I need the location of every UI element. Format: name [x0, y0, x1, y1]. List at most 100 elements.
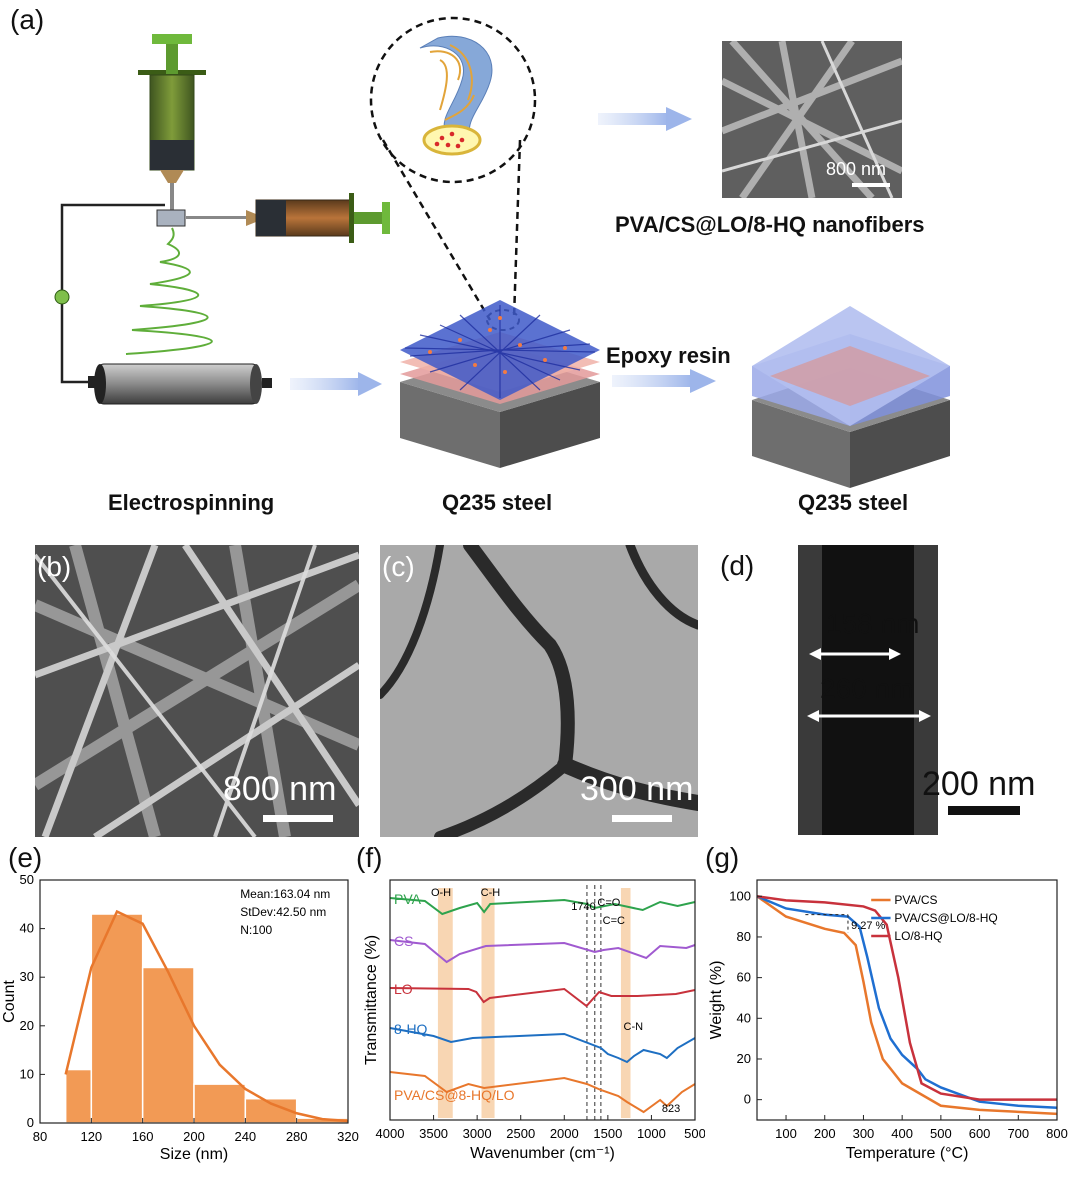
y-axis-label: Count — [1, 980, 18, 1023]
x-tick-label: 160 — [132, 1129, 154, 1144]
panel-label-c: (c) — [382, 551, 415, 582]
legend-label: PVA/CS@LO/8-HQ — [894, 911, 997, 925]
x-tick-label: 3500 — [419, 1126, 448, 1141]
ftir-series-line — [389, 1071, 696, 1114]
x-tick-label: 2000 — [550, 1126, 579, 1141]
peak-annotation: C-N — [624, 1021, 644, 1033]
x-tick-label: 400 — [891, 1126, 913, 1141]
tem-image-c: (c) 300 nm — [380, 545, 698, 837]
tga-series-line — [756, 895, 1057, 1101]
sem-image-b: (b) 800 nm — [35, 545, 359, 837]
panel-label-f: (f) — [356, 842, 383, 873]
arrow-3 — [612, 375, 692, 387]
panel-label-b: (b) — [37, 551, 72, 582]
panel-label-a: (a) — [10, 4, 45, 35]
y-tick-label: 60 — [737, 970, 751, 985]
epoxy-caption: Epoxy resin — [606, 343, 731, 368]
x-tick-label: 200 — [183, 1129, 205, 1144]
legend-label: PVA/CS — [894, 893, 937, 907]
peak-annotation: C=C — [603, 915, 625, 927]
histogram-bar — [90, 913, 144, 1124]
collector-drum — [88, 363, 272, 405]
series-label: PVA/CS@8-HQ/LO — [394, 1087, 515, 1103]
x-tick-label: 320 — [337, 1129, 359, 1144]
x-tick-label: 3000 — [463, 1126, 492, 1141]
plot-frame — [389, 879, 696, 1121]
zoom-circle — [369, 16, 537, 184]
nozzle-block — [156, 209, 186, 227]
tem-c-scale-bar — [612, 815, 672, 822]
y-tick-label: 0 — [27, 1115, 34, 1130]
ftir-series-line — [389, 1027, 696, 1064]
series-label: CS — [394, 933, 413, 949]
tga-series-line — [756, 895, 1058, 1110]
steel-block-right — [752, 306, 950, 488]
x-tick-label: 120 — [80, 1129, 102, 1144]
stats-annotation: StDev:42.50 nm — [240, 905, 326, 919]
schematic-diagram — [54, 16, 950, 488]
tem-d-fiber — [798, 545, 938, 835]
horizontal-syringe — [186, 193, 390, 243]
x-tick-label: 1000 — [637, 1126, 666, 1141]
q235-right-caption: Q235 steel — [798, 490, 909, 515]
sem-thumb-scale-bar — [852, 183, 890, 187]
peak-annotation: 823 — [662, 1103, 680, 1115]
ftir-series-line — [389, 897, 696, 916]
y-tick-label: 80 — [737, 929, 751, 944]
x-tick-label: 240 — [234, 1129, 256, 1144]
histogram-bar — [193, 1083, 247, 1124]
x-tick-label: 2500 — [506, 1126, 535, 1141]
panel-label-g: (g) — [705, 842, 740, 873]
core-shell-fiber — [419, 35, 493, 156]
peak-annotation: O-H — [431, 887, 451, 899]
x-tick-label: 500 — [684, 1126, 705, 1141]
stats-annotation: Mean:163.04 nm — [240, 887, 330, 901]
tem-c-fibers — [380, 545, 698, 837]
nanofibers-caption: PVA/CS@LO/8-HQ nanofibers — [615, 212, 925, 237]
sem-thumb-fibers — [722, 41, 902, 198]
tem-c-scale-label: 300 nm — [580, 770, 694, 808]
y-tick-label: 20 — [20, 1018, 34, 1033]
y-tick-label: 100 — [729, 888, 751, 903]
panel-label-d: (d) — [720, 550, 755, 581]
ftir-series-line — [389, 939, 696, 964]
power-node — [54, 289, 70, 305]
peak-annotation: C=O — [597, 897, 620, 909]
x-tick-label: 4000 — [376, 1126, 405, 1141]
x-tick-label: 1500 — [593, 1126, 622, 1141]
x-axis-label: Size (nm) — [160, 1146, 228, 1163]
vertical-syringe — [138, 34, 206, 213]
tem-d-scale-bar — [948, 806, 1020, 815]
sem-b-scale-bar — [263, 815, 333, 822]
sem-thumb-scale-label: 800 nm — [826, 159, 887, 179]
y-tick-label: 40 — [20, 921, 34, 936]
series-label: LO — [394, 981, 413, 997]
loss-annotation: 9.27 % — [851, 920, 885, 932]
peak-annotation: C-H — [481, 887, 501, 899]
x-tick-label: 800 — [1046, 1126, 1068, 1141]
ftir-series-line — [389, 987, 696, 1008]
y-tick-label: 40 — [737, 1010, 751, 1025]
sem-b-scale-label: 800 nm — [223, 770, 337, 808]
histogram-bar — [141, 966, 195, 1124]
y-axis-label: Weight (%) — [708, 961, 725, 1040]
arrow-2 — [598, 113, 668, 125]
electrospinning-caption: Electrospinning — [108, 490, 275, 515]
y-axis-label: Transmittance (%) — [363, 935, 380, 1065]
circuit-wire — [60, 203, 165, 384]
stats-annotation: N:100 — [240, 923, 272, 937]
tem-image-d — [798, 545, 938, 835]
peak-annotation: 1740 — [571, 901, 595, 913]
series-label: 8-HQ — [394, 1021, 428, 1037]
x-tick-label: 100 — [775, 1126, 797, 1141]
series-label: PVA — [394, 891, 422, 907]
tem-d-scale-label: 200 nm — [922, 765, 1036, 803]
sem-b-fibers — [35, 545, 359, 837]
fiber-jet — [125, 227, 213, 355]
x-axis-label: Temperature (°C) — [846, 1145, 969, 1162]
legend-label: LO/8-HQ — [894, 929, 942, 943]
outer-diameter-label: 260 nm — [820, 673, 914, 704]
band-highlight — [437, 888, 453, 1118]
